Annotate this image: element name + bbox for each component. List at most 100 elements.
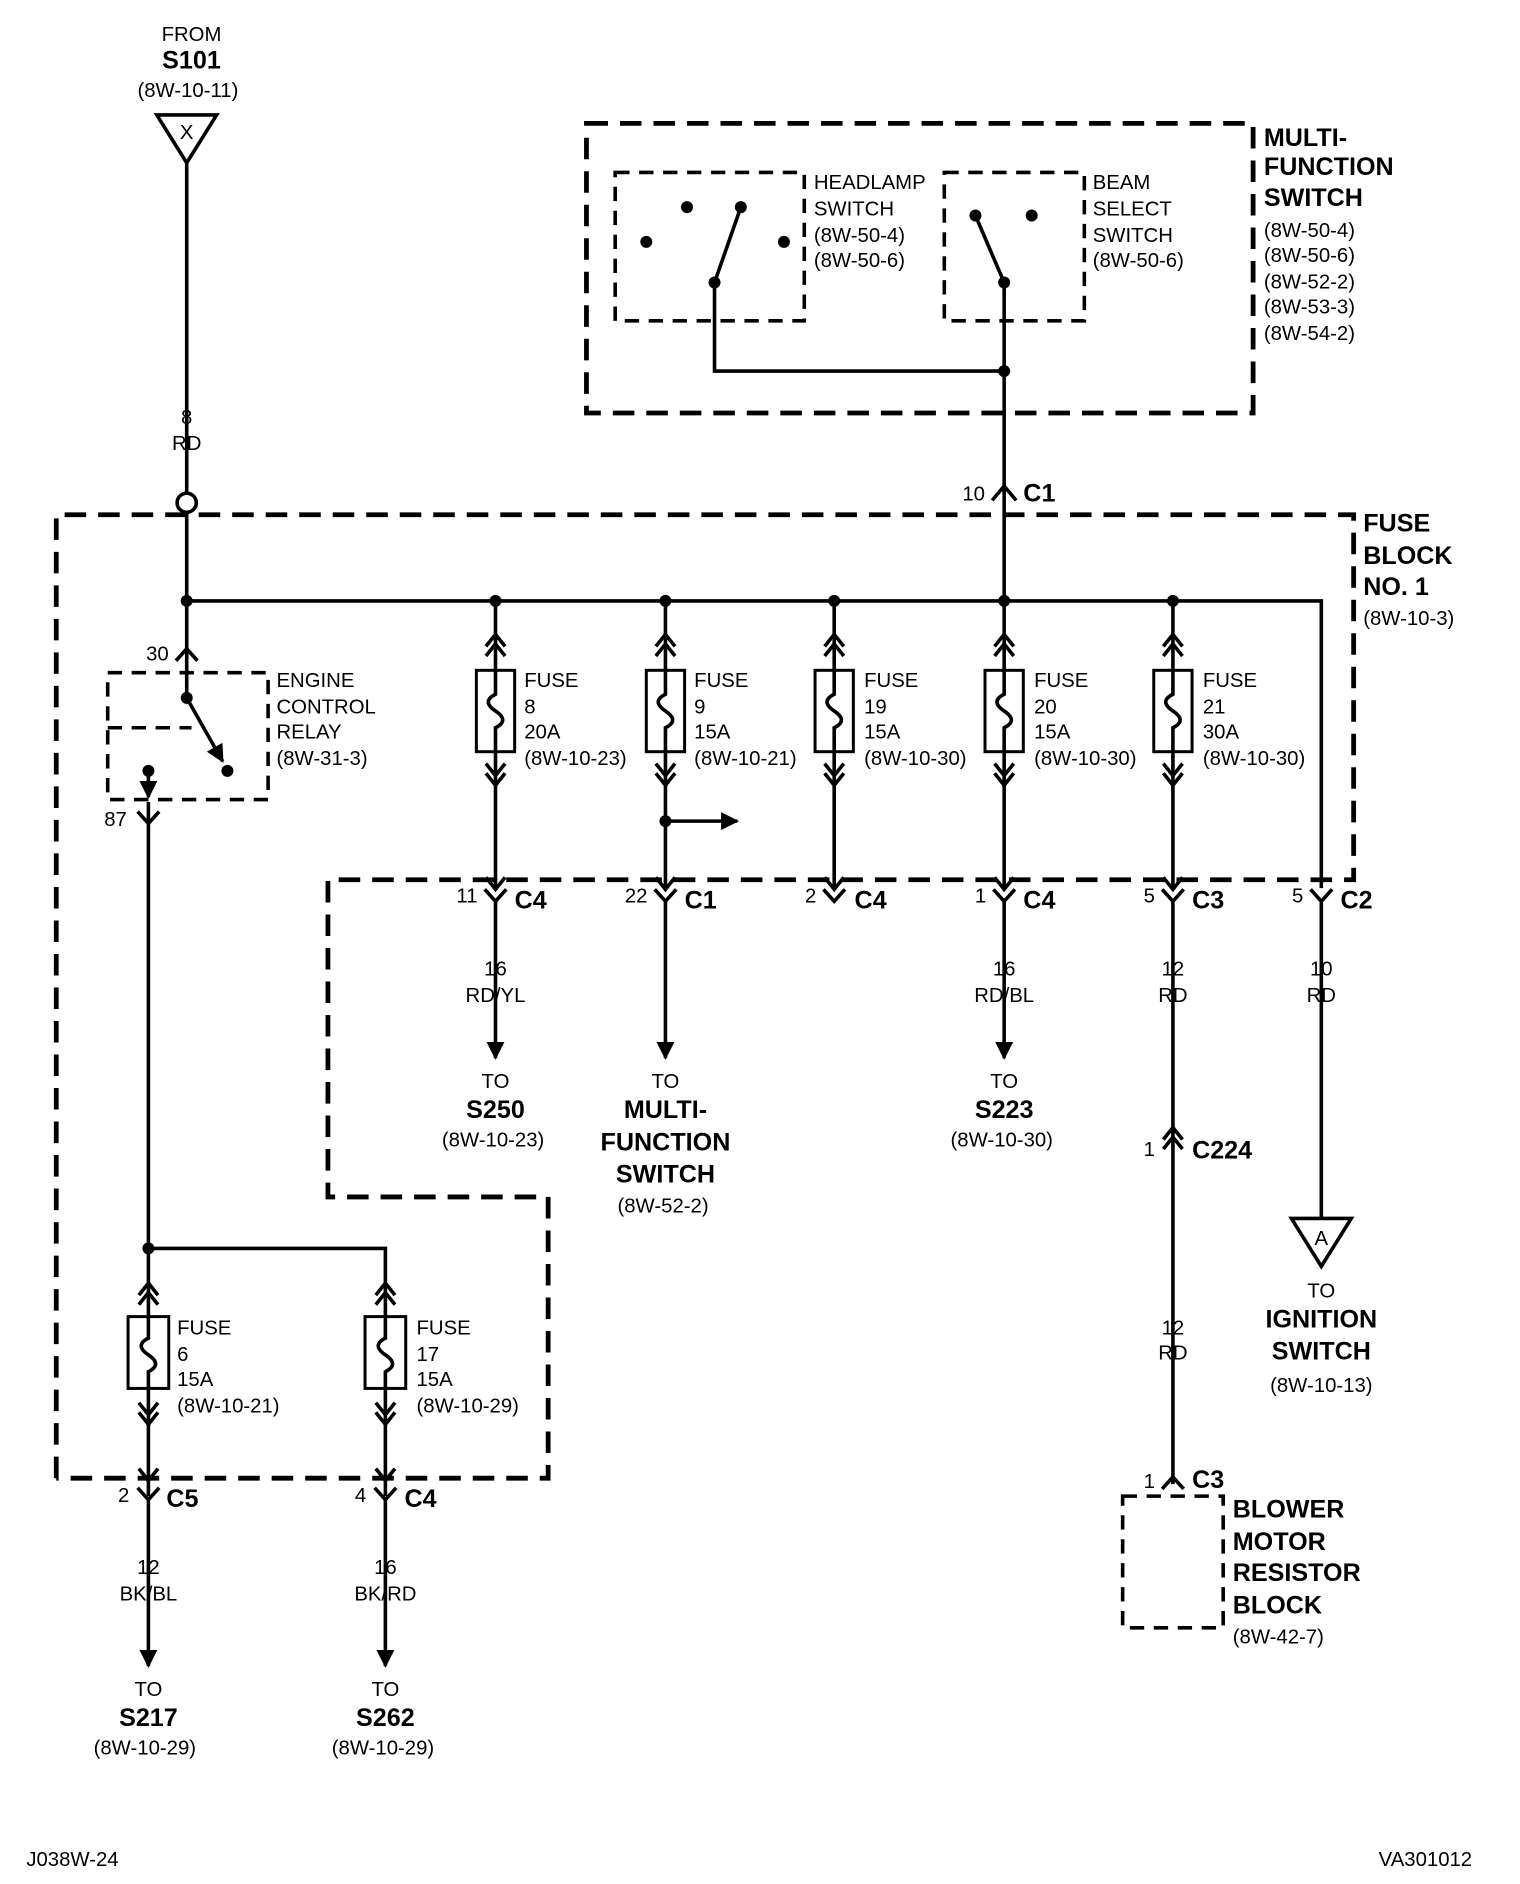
blower-c3-label: C3	[1192, 1466, 1224, 1494]
beam-contact-2	[1025, 209, 1038, 222]
fuse-8-label-3: 20A	[524, 722, 561, 744]
footer-right-code: VA301012	[1379, 1849, 1472, 1871]
fuse-21-label-4: (8W-10-30)	[1203, 748, 1305, 770]
wire-s250-gauge: 16	[484, 959, 507, 981]
fuse-8-out-terminal	[484, 876, 507, 893]
ignition-dest-2: SWITCH	[1272, 1338, 1371, 1366]
fuse-9-element	[656, 670, 675, 752]
s223-label: S223	[975, 1096, 1034, 1124]
fuse-20-label-3: 15A	[1034, 722, 1071, 744]
fuse-19-label-3: 15A	[864, 722, 901, 744]
fuse-19-label-1: FUSE	[864, 670, 918, 692]
source-triangle-icon	[153, 113, 220, 167]
wire-s262-color: BK/RD	[354, 1583, 416, 1605]
fuse-17-bottom-terminal	[374, 1401, 397, 1428]
headlamp-contact-4	[777, 235, 790, 248]
s217-ref: (8W-10-29)	[94, 1738, 196, 1760]
relay-label-1: ENGINE	[276, 670, 354, 692]
fuse-17-label-4: (8W-10-29)	[417, 1395, 519, 1417]
ignition-to: TO	[1307, 1280, 1335, 1302]
fuse-21-out-terminal	[1161, 876, 1184, 893]
mfs-dest-1: MULTI-	[624, 1096, 707, 1124]
fuse-21-bottom-terminal	[1161, 762, 1184, 789]
mfs-dest-to: TO	[652, 1071, 680, 1093]
fuse-17-label-1: FUSE	[417, 1318, 471, 1340]
fuse-6-bottom-terminal	[137, 1401, 160, 1428]
beam-label-1: BEAM	[1093, 172, 1151, 194]
fuse-block-title-1: FUSE	[1363, 509, 1430, 537]
fuse-9-label-4: (8W-10-21)	[694, 748, 796, 770]
s250-label: S250	[466, 1096, 525, 1124]
headlamp-label-2: SWITCH	[814, 199, 894, 221]
s217-label: S217	[119, 1704, 178, 1732]
fuse-20-out-terminal	[993, 876, 1016, 893]
ignition-triangle-icon	[1288, 1216, 1355, 1270]
fuse-20-label-4: (8W-10-30)	[1034, 748, 1136, 770]
c224-pin: 1	[1144, 1139, 1155, 1161]
wire-s250-color: RD/YL	[466, 985, 526, 1007]
fuse-21-top-terminal	[1161, 631, 1184, 658]
mfs-title-2: FUNCTION	[1264, 153, 1394, 181]
headlamp-label-1: HEADLAMP	[814, 172, 926, 194]
c4-label-fuse-20: C4	[1023, 886, 1055, 914]
c4-label-fuse-19: C4	[855, 886, 887, 914]
headlamp-label-4: (8W-50-6)	[814, 250, 905, 272]
relay-label-2: CONTROL	[276, 696, 375, 718]
blower-motor-resistor-box	[1120, 1494, 1225, 1630]
mfs-ref-1: (8W-50-4)	[1264, 220, 1355, 242]
relay-pin-30: 30	[146, 644, 169, 666]
beam-label-2: SELECT	[1093, 199, 1172, 221]
c2-pin-5-symbol	[1309, 888, 1334, 904]
fuse-20-label-2: 20	[1034, 696, 1057, 718]
splice-s101-label: S101	[162, 46, 221, 74]
s262-ref: (8W-10-29)	[332, 1738, 434, 1760]
c224-connector-symbol	[1161, 1124, 1184, 1151]
mfs-ref-4: (8W-53-3)	[1264, 297, 1355, 319]
headlamp-switch-arm	[712, 206, 743, 284]
relay-open-contact	[221, 764, 234, 777]
c1-pin: 10	[962, 483, 985, 505]
relay-label-4: (8W-31-3)	[276, 748, 367, 770]
fuse-block-title-3: NO. 1	[1363, 573, 1429, 601]
blower-ref: (8W-42-7)	[1233, 1626, 1324, 1648]
blower-c3-symbol	[1160, 1474, 1186, 1491]
fuse-block-title-2: BLOCK	[1363, 542, 1452, 570]
c5-pin-2: 2	[118, 1485, 129, 1507]
relay-label-3: RELAY	[276, 722, 342, 744]
wire-s217-color: BK/BL	[120, 1583, 178, 1605]
blower-title-2: MOTOR	[1233, 1528, 1326, 1556]
fuse-20-top-terminal	[993, 631, 1016, 658]
beam-label-3: SWITCH	[1093, 225, 1173, 247]
fuse-19-bottom-terminal	[823, 762, 846, 789]
headlamp-switch-box	[613, 170, 807, 323]
fuse-19-top-terminal	[823, 631, 846, 658]
fuse-6-top-terminal	[137, 1280, 160, 1306]
s262-to: TO	[371, 1679, 399, 1701]
c1-label-fuse-9: C1	[685, 886, 717, 914]
fuse-9-label-3: 15A	[694, 722, 731, 744]
fuse-6-label-3: 15A	[177, 1369, 214, 1391]
fuse-19-out-terminal	[823, 876, 846, 893]
mfs-splice-dot	[998, 365, 1011, 378]
wire-s101-color: RD	[172, 433, 201, 455]
footer-left-code: J038W-24	[26, 1849, 118, 1871]
wire-ignition-gauge: 10	[1310, 959, 1333, 981]
fuse-21-label-2: 21	[1203, 696, 1226, 718]
engine-control-relay-box	[105, 670, 270, 802]
wire-blower-gauge-1: 12	[1162, 959, 1185, 981]
c1-connector-symbol	[990, 483, 1018, 502]
c4-label-fuse-17: C4	[405, 1485, 437, 1513]
fuse-17-element	[376, 1316, 395, 1389]
fuse-6-out-terminal	[137, 1467, 160, 1484]
fuse-8-label-1: FUSE	[524, 670, 578, 692]
fuse-6-label-4: (8W-10-21)	[177, 1395, 279, 1417]
multifunction-switch-box	[584, 120, 1256, 416]
c3-pin-5: 5	[1144, 886, 1155, 908]
wire-blower-color-2: RD	[1158, 1343, 1187, 1365]
c4-pin-1: 1	[975, 886, 986, 908]
fuse-19-label-4: (8W-10-30)	[864, 748, 966, 770]
fuse-21-element	[1163, 670, 1182, 752]
s223-ref: (8W-10-30)	[951, 1130, 1053, 1152]
ignition-ref: (8W-10-13)	[1270, 1375, 1372, 1397]
